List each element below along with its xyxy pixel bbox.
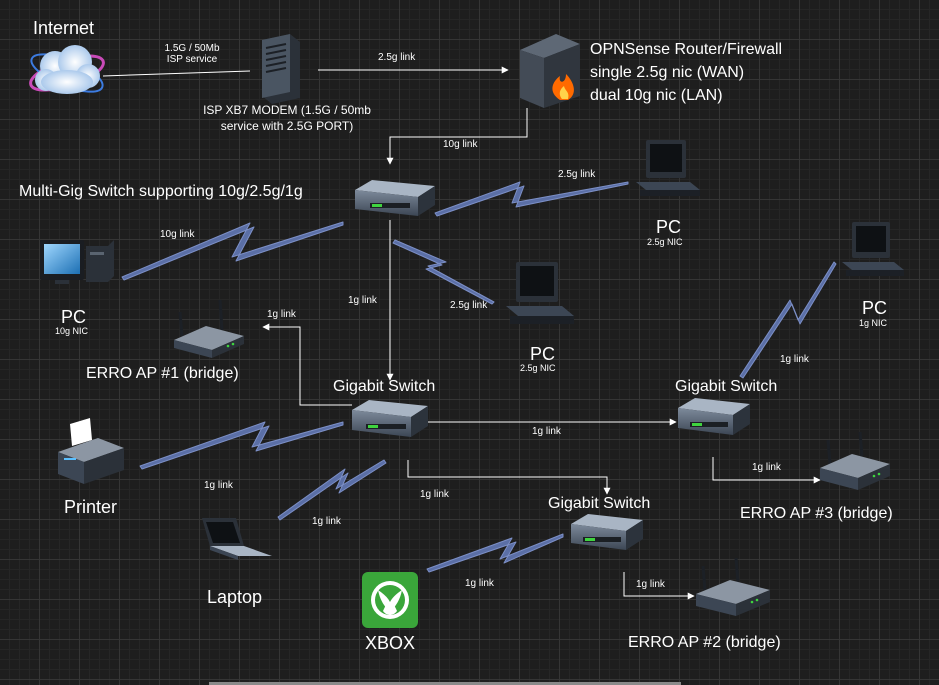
router-line-1: OPNSense Router/Firewall xyxy=(590,41,783,58)
link-label-router-switch: 10g link xyxy=(443,139,478,150)
pc-top-icon xyxy=(636,140,700,196)
isp-service-label: 1.5G / 50Mb ISP service xyxy=(150,43,234,65)
router-line-3: dual 10g nic (LAN) xyxy=(590,87,723,104)
gigabit-switch-right-icon xyxy=(678,398,750,435)
xbox-logo-icon xyxy=(362,572,418,628)
modem-line-1: ISP XB7 MODEM (1.5G / 50mb xyxy=(203,103,371,117)
wireless-gig-laptop xyxy=(277,459,387,521)
wired-links xyxy=(102,66,821,600)
link-bottom-ap2 xyxy=(623,572,695,600)
link-label-switch-gig: 1g link xyxy=(348,295,377,306)
pc-right-nic-label: 1g NIC xyxy=(859,318,888,328)
router-line-2: single 2.5g nic (WAN) xyxy=(590,64,745,81)
link-gigabit-bottom xyxy=(407,460,611,495)
link-label-switch-pc-top: 2.5g link xyxy=(558,169,596,180)
printer-label: Printer xyxy=(64,497,118,517)
pc-mid-label: PC xyxy=(530,344,556,364)
laptop-icon xyxy=(202,518,272,560)
link-label-gig-ap1: 1g link xyxy=(267,309,296,320)
horizontal-scrollbar[interactable] xyxy=(209,682,681,685)
multigig-switch-label: Multi-Gig Switch supporting 10g/2.5g/1g xyxy=(19,183,303,200)
xbox-label: XBOX xyxy=(365,633,416,653)
gigabit-switch-bottom-icon xyxy=(571,514,643,550)
firewall-router-icon xyxy=(520,34,580,108)
link-label-gig-printer: 1g link xyxy=(204,480,233,491)
gigabit-switch-main-icon xyxy=(352,400,428,437)
pc-10g-label: PC xyxy=(61,307,87,327)
pc-top-nic-label: 2.5g NIC xyxy=(647,237,683,247)
internet-label: Internet xyxy=(33,18,95,38)
wireless-right-pc xyxy=(739,261,837,379)
link-label-bottom-ap2: 1g link xyxy=(636,579,665,590)
pc-mid-nic-label: 2.5g NIC xyxy=(520,363,556,373)
link-label-gig-bottom: 1g link xyxy=(420,489,449,500)
wireless-bottom-xbox xyxy=(426,533,564,573)
laptop-label: Laptop xyxy=(207,587,263,607)
link-label-switch-pc-mid: 2.5g link xyxy=(450,300,488,311)
link-label-gig-laptop: 1g link xyxy=(312,516,341,527)
gig-switch-main-label: Gigabit Switch xyxy=(333,378,436,395)
pc-right-icon xyxy=(842,222,904,276)
pc-right-label: PC xyxy=(862,298,888,318)
ap1-label: ERRO AP #1 (bridge) xyxy=(86,365,239,382)
gig-switch-bottom-label: Gigabit Switch xyxy=(548,495,651,512)
wireless-switch-pc-top xyxy=(434,181,629,217)
isp-service-line-2: ISP service xyxy=(166,54,218,65)
pc-top-label: PC xyxy=(656,217,682,237)
pc-10g-icon xyxy=(40,240,114,284)
link-label-gig-right: 1g link xyxy=(532,426,561,437)
modem-icon xyxy=(262,34,300,104)
multigig-switch-icon xyxy=(355,180,435,216)
link-right-ap3 xyxy=(712,457,821,484)
wireless-links xyxy=(121,181,837,573)
modem-label: ISP XB7 MODEM (1.5G / 50mb service with … xyxy=(176,102,398,134)
link-label-switch-pc10g: 10g link xyxy=(160,229,195,240)
link-label-right-pc: 1g link xyxy=(780,354,809,365)
ap1-router-icon xyxy=(174,299,244,358)
link-router-switch xyxy=(386,108,528,165)
internet-cloud-icon xyxy=(29,45,105,94)
pc-10g-nic-label: 10g NIC xyxy=(55,326,89,336)
ap2-router-icon xyxy=(696,557,770,616)
link-label-modem-router: 2.5g link xyxy=(378,52,416,63)
modem-line-2: service with 2.5G PORT) xyxy=(220,119,354,133)
isp-service-line-1: 1.5G / 50Mb xyxy=(164,43,220,54)
link-gigabit-ap1 xyxy=(262,323,352,406)
ap3-router-icon xyxy=(820,431,890,490)
link-internet-modem xyxy=(102,70,251,77)
gig-switch-right-label: Gigabit Switch xyxy=(675,378,778,395)
ap2-label: ERRO AP #2 (bridge) xyxy=(628,634,781,651)
printer-icon xyxy=(58,418,124,484)
pc-mid-icon xyxy=(506,262,574,324)
wireless-switch-pc10g xyxy=(121,221,344,281)
wireless-gig-printer xyxy=(139,421,344,470)
ap3-label: ERRO AP #3 (bridge) xyxy=(740,505,893,522)
router-label: OPNSense Router/Firewall single 2.5g nic… xyxy=(590,38,782,107)
link-label-right-ap3: 1g link xyxy=(752,462,781,473)
link-label-bottom-xbox: 1g link xyxy=(465,578,494,589)
wireless-switch-pc-mid xyxy=(392,239,495,305)
